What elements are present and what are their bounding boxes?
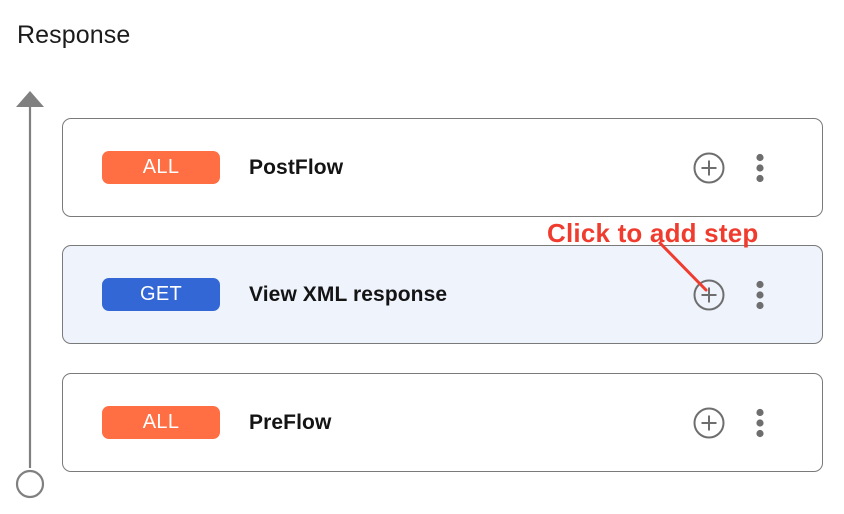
method-badge-all: ALL [102,151,220,184]
circle-plus-icon[interactable] [692,151,726,185]
flow-row-content: ALL PreFlow [63,374,822,471]
circle-plus-icon[interactable] [692,406,726,440]
add-step-icon-viewxml[interactable] [692,278,726,312]
flow-direction-axis [15,91,45,499]
annotation-label: Click to add step [547,218,759,248]
method-badge-get: GET [102,278,220,311]
page-title: Response [17,21,131,49]
flow-name-label: View XML response [249,282,448,306]
kebab-menu-icon[interactable] [750,278,770,312]
kebab-menu-icon[interactable] [750,406,770,440]
flow-row-preflow[interactable]: ALL PreFlow [62,373,823,472]
flow-row-postflow[interactable]: ALL PostFlow [62,118,823,217]
flow-name-label: PreFlow [249,410,332,434]
flow-row-content: ALL PostFlow [63,119,822,216]
kebab-menu-icon[interactable] [750,151,770,185]
circle-endpoint-icon [15,469,45,499]
flow-name-label: PostFlow [249,155,344,179]
arrow-up-icon [16,91,44,107]
flow-row-view-xml-response[interactable]: GET View XML response [62,245,823,344]
method-badge-all: ALL [102,406,220,439]
flow-row-content: GET View XML response [63,246,822,343]
